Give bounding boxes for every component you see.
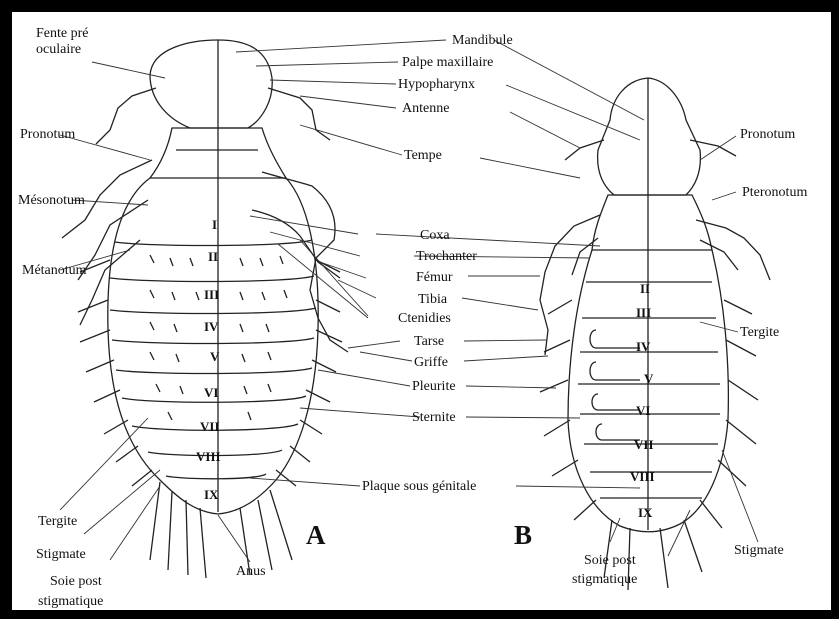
label-soie-post-right-2: stigmatique bbox=[572, 572, 637, 587]
label-coxa: Coxa bbox=[420, 228, 450, 243]
label-plaque-sous-genitale: Plaque sous génitale bbox=[362, 479, 476, 494]
label-antenne: Antenne bbox=[402, 101, 449, 116]
label-tarse: Tarse bbox=[414, 334, 444, 349]
label-pleurite: Pleurite bbox=[412, 379, 456, 394]
label-metanotum: Métanotum bbox=[22, 263, 87, 278]
segment-b-ii: II bbox=[640, 282, 650, 295]
label-soie-post-left-2: stigmatique bbox=[38, 594, 103, 609]
segment-b-iii: III bbox=[636, 306, 651, 319]
segment-b-ix: IX bbox=[638, 506, 652, 519]
label-sternite: Sternite bbox=[412, 410, 456, 425]
panel-label-b: B bbox=[514, 522, 532, 549]
label-tibia: Tibia bbox=[418, 292, 447, 307]
segment-a-ii: II bbox=[208, 250, 218, 263]
segment-b-vii: VII bbox=[634, 438, 654, 451]
label-pronotum-left: Pronotum bbox=[20, 127, 75, 142]
label-palpe-maxillaire: Palpe maxillaire bbox=[402, 55, 493, 70]
label-trochanter: Trochanter bbox=[416, 249, 477, 264]
segment-b-v: V bbox=[644, 372, 653, 385]
label-mandibule: Mandibule bbox=[452, 33, 513, 48]
segment-a-vi: VI bbox=[204, 386, 218, 399]
segment-b-vi: VI bbox=[636, 404, 650, 417]
panel-label-a: A bbox=[306, 522, 326, 549]
label-anus: Anus bbox=[236, 564, 266, 579]
segment-a-vii: VII bbox=[200, 420, 220, 433]
label-stigmate-right: Stigmate bbox=[734, 543, 784, 558]
segment-b-iv: IV bbox=[636, 340, 650, 353]
segment-a-iii: III bbox=[204, 288, 219, 301]
label-ctenidies: Ctenidies bbox=[398, 311, 451, 326]
segment-a-i: I bbox=[212, 218, 217, 231]
label-griffe: Griffe bbox=[414, 355, 448, 370]
label-fente-pre-oculaire-1: Fente pré bbox=[36, 26, 88, 41]
label-soie-post-left-1: Soie post bbox=[50, 574, 102, 589]
label-femur: Fémur bbox=[416, 270, 453, 285]
label-stigmate-left: Stigmate bbox=[36, 547, 86, 562]
specimen-b bbox=[540, 78, 770, 590]
label-soie-post-right-1: Soie post bbox=[584, 553, 636, 568]
label-pteronotum: Pteronotum bbox=[742, 185, 807, 200]
label-fente-pre-oculaire-2: oculaire bbox=[36, 42, 81, 57]
label-tergite-left: Tergite bbox=[38, 514, 77, 529]
segment-a-viii: VIII bbox=[196, 450, 221, 463]
label-tempe: Tempe bbox=[404, 148, 442, 163]
label-mesonotum: Mésonotum bbox=[18, 193, 85, 208]
label-hypopharynx: Hypopharynx bbox=[398, 77, 475, 92]
segment-a-v: V bbox=[210, 350, 219, 363]
segment-a-iv: IV bbox=[204, 320, 218, 333]
label-pronotum-right: Pronotum bbox=[740, 127, 795, 142]
segment-b-viii: VIII bbox=[630, 470, 655, 483]
segment-a-ix: IX bbox=[204, 488, 218, 501]
label-tergite-right: Tergite bbox=[740, 325, 779, 340]
